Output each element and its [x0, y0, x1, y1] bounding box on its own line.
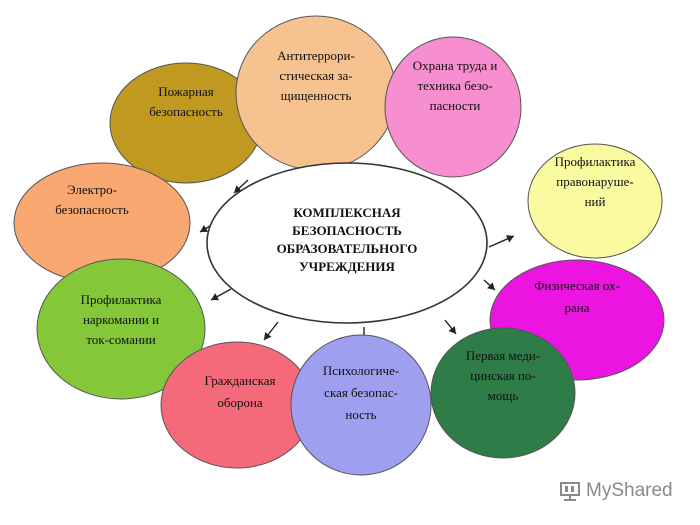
center-title-line: УЧРЕЖДЕНИЯ [299, 259, 395, 274]
electrical-safety-label-line: Электро- [67, 182, 117, 197]
first-aid-circle [430, 327, 576, 459]
psych-safety-circle [290, 334, 432, 476]
antiterror-label-line: Антитеррори- [277, 48, 355, 63]
myshared-logo-icon [560, 482, 580, 501]
node-offense-prevention: Профилактика правонаруше-ний [527, 143, 663, 259]
node-drug-prevention: Профилактика наркомании и ток-сомании [36, 258, 206, 400]
arrowhead-physical-guard [487, 282, 495, 290]
physical-guard-label-line: рана [565, 300, 590, 315]
topic-nodes: ПожарнаябезопасностьЭлектро-безопасность… [13, 15, 665, 476]
first-aid-label-line: мощь [488, 388, 519, 403]
center-title-line: КОМПЛЕКСНАЯ [293, 205, 401, 220]
arrowhead-drug-prevention [211, 293, 220, 301]
fire-safety-label-line: Пожарная [158, 84, 214, 99]
labor-safety-circle [384, 36, 522, 178]
drug-prevention-label-line: ток-сомании [86, 332, 155, 347]
node-first-aid: Первая меди-цинская по-мощь [430, 327, 576, 459]
node-antiterror: Антитеррори-стическая за-щищенность [235, 15, 397, 171]
antiterror-label-line: щищенность [281, 88, 352, 103]
arrowhead-civil-defense [264, 332, 272, 340]
node-civil-defense: Гражданская оборона [160, 341, 314, 469]
labor-safety-label-line: Охрана труда и [413, 58, 498, 73]
arrowhead-first-aid [448, 326, 456, 334]
center-ellipse [206, 162, 488, 324]
arrowhead-electrical-safety [200, 224, 209, 232]
psych-safety-label-line: Психологиче- [323, 363, 399, 378]
offense-prevention-label-line: Профилактика [555, 154, 636, 169]
psych-safety-label-line: ность [345, 407, 376, 422]
first-aid-label-line: Первая меди- [466, 348, 540, 363]
psych-safety-label-line: ская безопас- [324, 385, 398, 400]
arrowhead-offense-prevention [505, 235, 514, 243]
fire-safety-label-line: безопасность [149, 104, 223, 119]
offense-prevention-label-line: ний [585, 194, 606, 209]
civil-defense-label-line: Гражданская [205, 373, 276, 388]
node-electrical-safety: Электро-безопасность [13, 162, 191, 284]
labor-safety-label-line: пасности [430, 98, 481, 113]
drug-prevention-circle [36, 258, 206, 400]
antiterror-label-line: стическая за- [279, 68, 352, 83]
labor-safety-label-line: техника безо- [417, 78, 492, 93]
node-psych-safety: Психологиче-ская безопас-ность [290, 334, 432, 476]
drug-prevention-label-line: наркомании и [83, 312, 159, 327]
drug-prevention-label-line: Профилактика [81, 292, 162, 307]
offense-prevention-label-line: правонаруше- [556, 174, 633, 189]
electrical-safety-label-line: безопасность [55, 202, 129, 217]
node-labor-safety: Охрана труда и техника безо-пасности [384, 36, 522, 178]
civil-defense-label-line: оборона [217, 395, 263, 410]
offense-prevention-circle [527, 143, 663, 259]
center-title-line: БЕЗОПАСНОСТЬ [292, 223, 402, 238]
physical-guard-label-line: Физическая ох- [534, 278, 620, 293]
watermark-text: MyShared [586, 480, 673, 501]
center-title-line: ОБРАЗОВАТЕЛЬНОГО [277, 241, 418, 256]
first-aid-label-line: цинская по- [470, 368, 536, 383]
center-node: КОМПЛЕКСНАЯ БЕЗОПАСНОСТЬ ОБРАЗОВАТЕЛЬНОГО У… [206, 162, 488, 324]
